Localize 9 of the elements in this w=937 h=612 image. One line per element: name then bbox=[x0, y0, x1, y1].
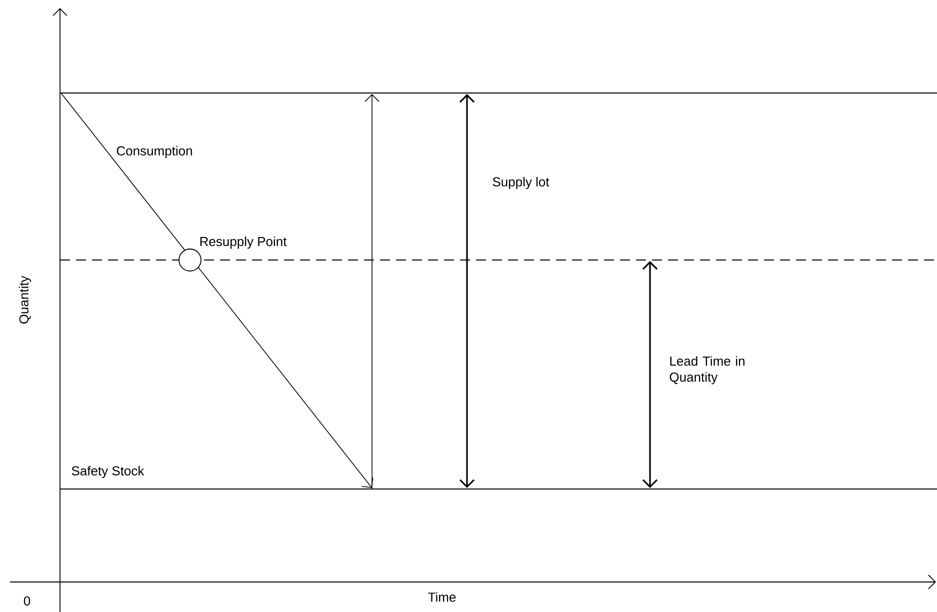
point-label: Resupply Point bbox=[200, 236, 287, 249]
axis-label: Time bbox=[428, 592, 456, 602]
level-label: Safety Stock bbox=[72, 466, 144, 478]
dimension-label: Lead Time in Quantity bbox=[670, 356, 744, 384]
dimension-label: Supply lot bbox=[492, 176, 550, 190]
curve-label: Consumption bbox=[116, 146, 192, 158]
origin-label: 0 bbox=[24, 596, 30, 606]
axis-label: Quantity bbox=[18, 276, 32, 324]
resupply-point-marker bbox=[178, 248, 202, 272]
